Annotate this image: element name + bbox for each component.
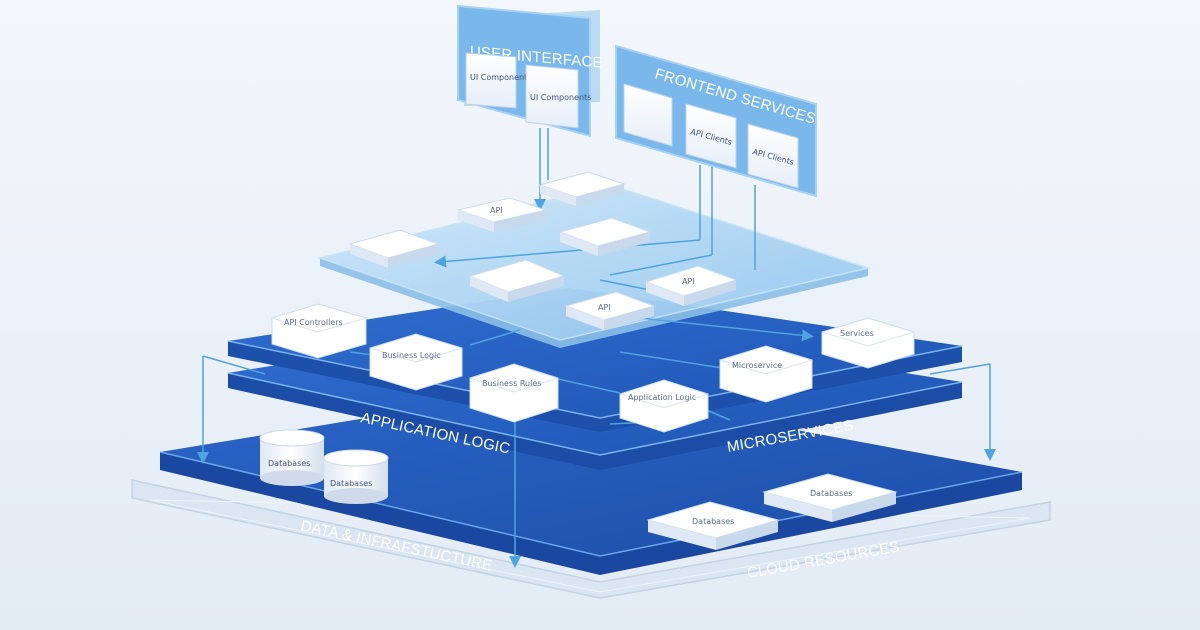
api-chip xyxy=(558,217,652,256)
connector-lines xyxy=(197,128,996,568)
ui-card-label: UI Components xyxy=(470,73,531,82)
microservice-node-label: Services xyxy=(840,329,874,338)
api-chip-label: API xyxy=(598,303,611,312)
app-logic-node: Business Logic xyxy=(369,333,463,391)
microservice-node-label: Microservice xyxy=(732,361,782,370)
frontend-card: API Clients xyxy=(747,123,799,189)
database-cylinder: Databases xyxy=(323,449,389,504)
user-interface-panel: USER INTERFACE UI Components UI Componen… xyxy=(457,4,603,138)
microservice-node: Services xyxy=(821,317,915,369)
ui-card: UI Components xyxy=(465,52,531,109)
microservice-node: Microservice xyxy=(719,345,813,403)
application-logic-layer xyxy=(227,288,963,432)
api-chip: API xyxy=(644,265,738,306)
cloud-block: Databases xyxy=(762,473,898,522)
ui-card: UI Components xyxy=(525,64,591,129)
api-chip-label: API xyxy=(682,277,695,286)
api-chip xyxy=(468,259,566,302)
ui-card-label: UI Components xyxy=(530,93,591,102)
api-chip xyxy=(538,171,626,206)
frontend-services-panel: FRONTEND SERVICES API Clients API Client… xyxy=(615,44,818,198)
frontend-card xyxy=(623,83,673,147)
app-logic-node: Application Logic xyxy=(619,379,709,433)
database-cylinder: Databases xyxy=(259,429,325,486)
app-logic-node-label: Business Logic xyxy=(382,351,441,360)
cloud-block: Databases xyxy=(646,501,780,550)
app-logic-node: Business Rules xyxy=(469,363,559,423)
api-chip-label: API xyxy=(490,206,503,215)
database-label: Databases xyxy=(330,479,372,488)
app-logic-node-label: API Controllers xyxy=(284,318,343,327)
database-label: Databases xyxy=(268,459,310,468)
app-logic-node-label: Application Logic xyxy=(628,393,696,402)
cloud-block-label: Databases xyxy=(692,517,734,526)
app-logic-node-label: Business Rules xyxy=(482,379,541,388)
frontend-card: API Clients xyxy=(685,103,737,169)
cloud-block-label: Databases xyxy=(810,489,852,498)
api-chip: API xyxy=(456,197,548,232)
api-chip: API xyxy=(564,291,656,330)
api-chip xyxy=(348,229,440,268)
app-logic-node: API Controllers xyxy=(271,303,367,359)
